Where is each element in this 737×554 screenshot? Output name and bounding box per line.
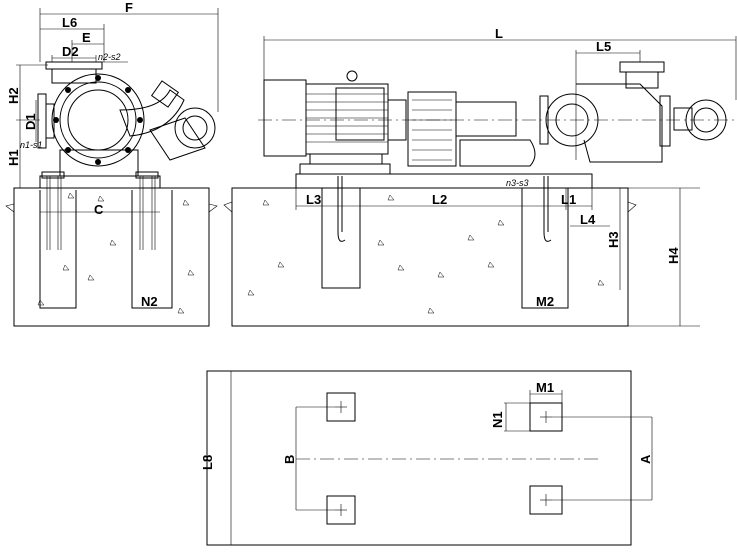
dim-L2: L2 [432,192,447,207]
discharge-flange [174,107,216,149]
dim-D2: D2 [62,44,79,59]
dim-n3s3: n3-s3 [506,178,529,188]
anchor-pit-left [39,190,77,309]
dim-H3: H3 [606,231,621,248]
dim-n2s2: n2-s2 [98,52,121,62]
plan-foundation [206,370,632,546]
dim-H2: H2 [6,87,21,104]
dim-L6: L6 [62,15,77,30]
side-view: L L5 n3-s3 L3 L2 L1 L4 H3 H4 M2 [223,26,737,327]
dim-B: B [282,455,297,464]
dim-D1: D1 [23,113,38,130]
dim-n1s1: n1-s1 [20,140,43,150]
volute-casing [51,73,145,167]
end-view-foundation [13,187,210,327]
dim-L5: L5 [596,39,611,54]
dim-L1: L1 [561,192,576,207]
coupling-guard [407,91,457,167]
side-view-foundation [231,187,629,327]
dim-M1: M1 [536,380,554,395]
baseplate [295,173,593,189]
dim-L3: L3 [306,192,321,207]
dim-H4: H4 [666,247,681,264]
dim-H1: H1 [6,149,21,166]
dim-N1: N1 [490,411,505,428]
dim-L: L [495,26,503,41]
dim-N2: N2 [141,294,158,309]
motor [263,79,307,157]
dim-L8: L8 [200,455,215,470]
dim-F: F [125,0,133,15]
plan-view: B A M1 N1 L8 [200,370,653,546]
anchor-pit-motor [321,188,361,289]
dim-M2: M2 [536,294,554,309]
dim-E: E [82,30,91,45]
dim-A: A [638,454,653,464]
dim-L4: L4 [580,212,596,227]
end-view: F L6 E D2 n2-s2 H2 D1 n1-s1 H1 C N2 [5,0,219,327]
dim-C: C [94,202,104,217]
